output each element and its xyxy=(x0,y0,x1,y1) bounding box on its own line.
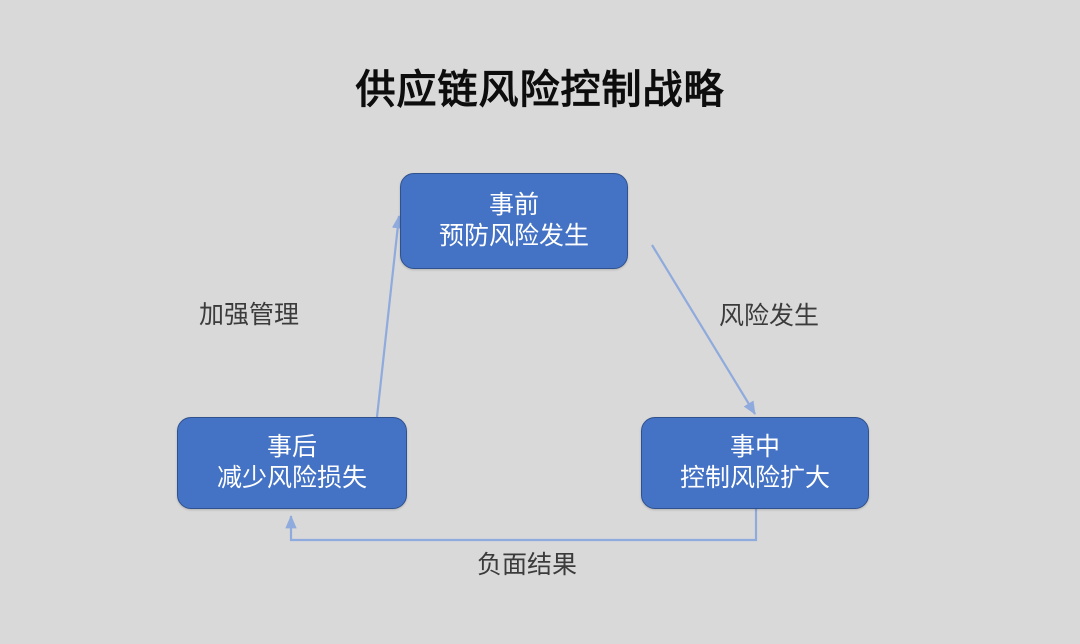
edge-during-to-after xyxy=(285,509,758,542)
node-during-line2: 控制风险扩大 xyxy=(679,464,830,492)
edge-after-to-before xyxy=(375,215,404,418)
node-before-line2: 预防风险发生 xyxy=(438,222,589,250)
edge-label-negative-result: 负面结果 xyxy=(477,551,578,579)
edge-before-to-during xyxy=(651,244,756,415)
node-after-line1: 事后 xyxy=(266,432,317,461)
node-after-line2: 减少风险损失 xyxy=(216,464,367,492)
page-title: 供应链风险控制战略 xyxy=(355,68,725,112)
node-during[interactable]: 事中 控制风险扩大 xyxy=(641,417,869,509)
edge-label-risk-occurs: 风险发生 xyxy=(719,302,820,330)
node-before-line1: 事前 xyxy=(488,190,539,219)
node-during-line1: 事中 xyxy=(729,432,780,461)
node-after[interactable]: 事后 减少风险损失 xyxy=(177,417,407,509)
edge-label-strengthen-management: 加强管理 xyxy=(199,301,300,329)
node-before[interactable]: 事前 预防风险发生 xyxy=(400,173,628,269)
